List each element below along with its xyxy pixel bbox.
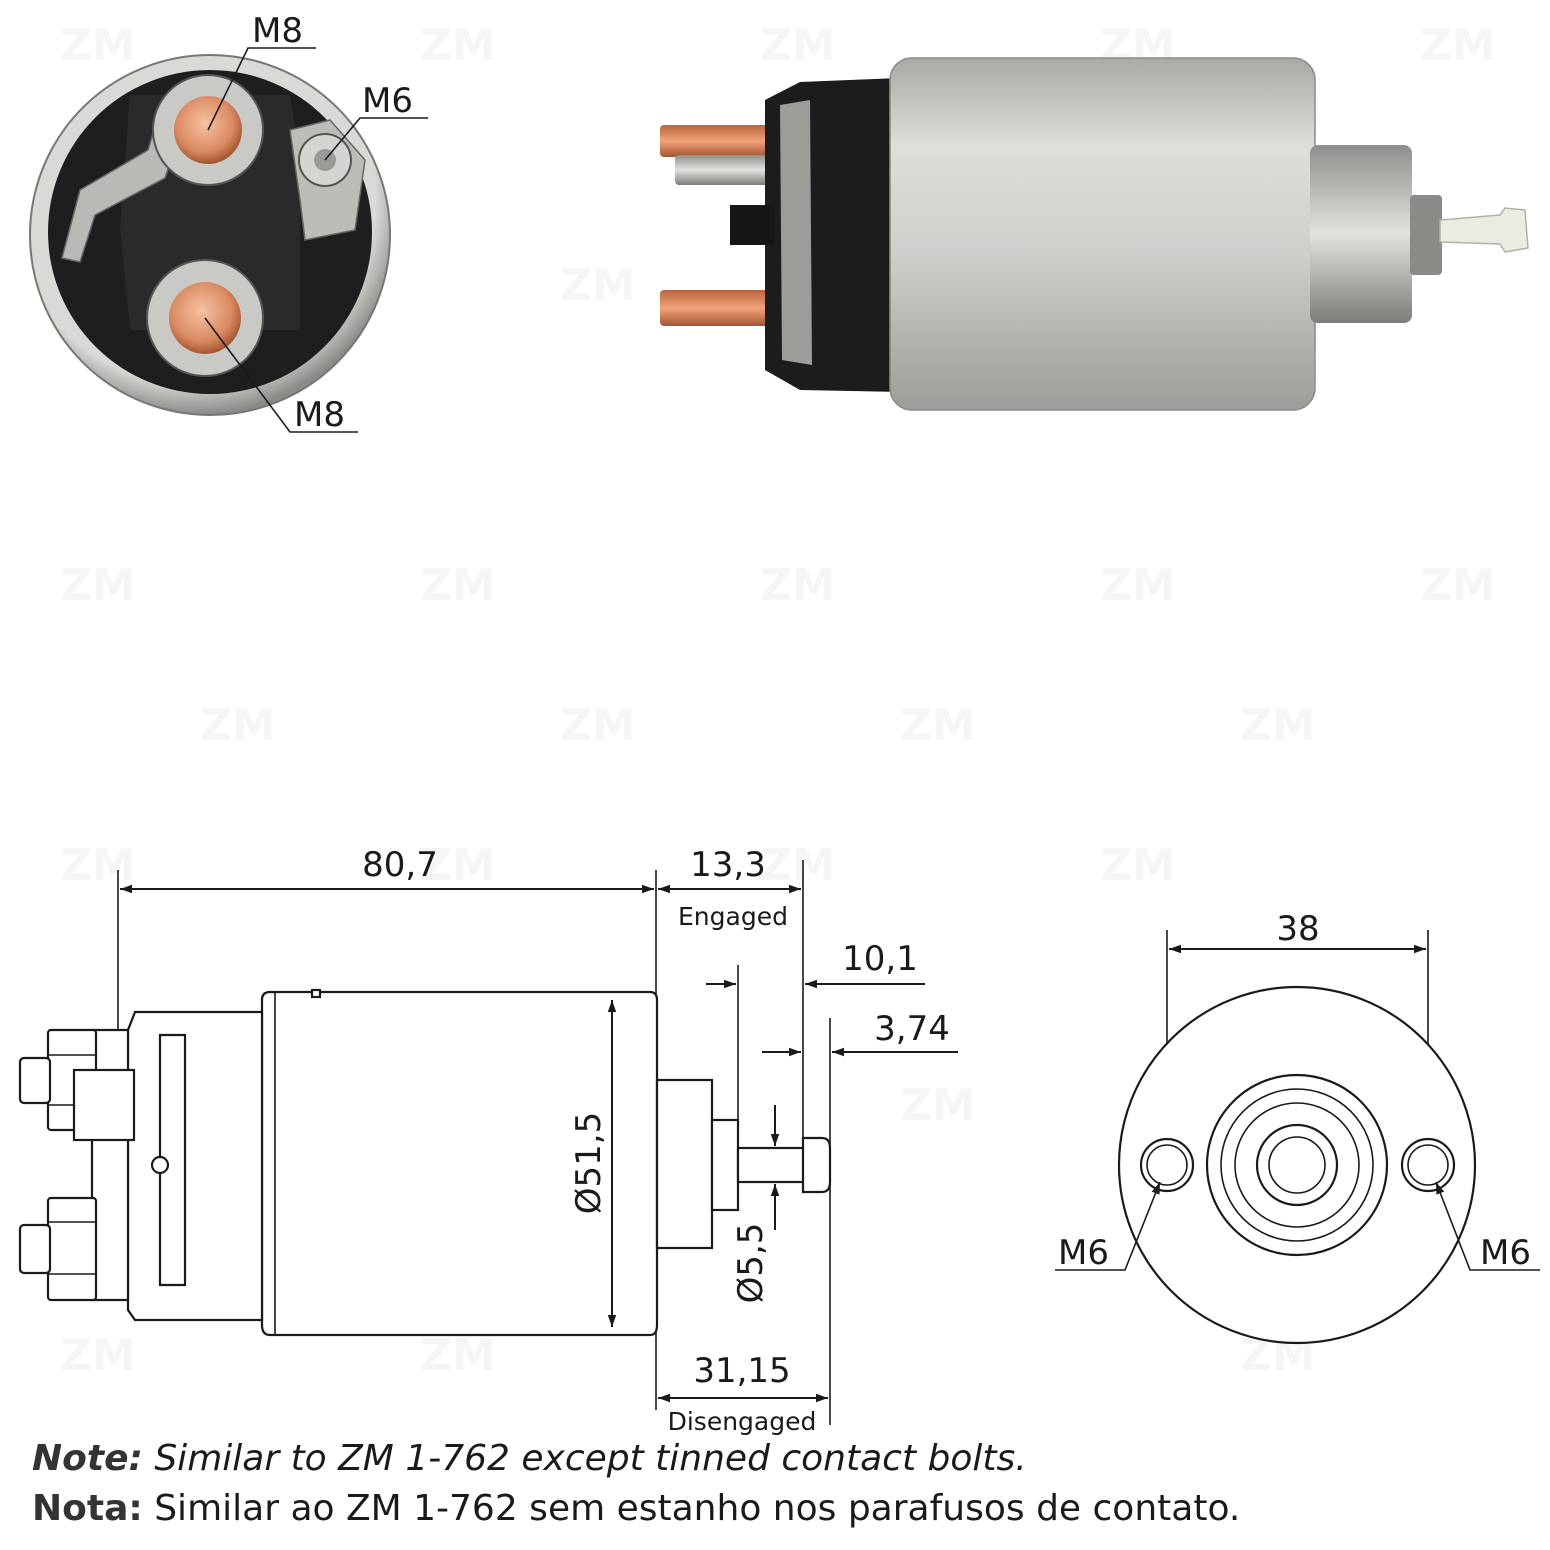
cap-rivet [150, 1155, 170, 1175]
label-left-hole: M6 [1058, 1233, 1109, 1273]
photo-front-view: M8 M6 M8 [29, 11, 428, 435]
dim-disengaged: 31,15 [693, 1351, 790, 1391]
leader-left-hole [1055, 1181, 1161, 1271]
note-portuguese-key: Nota: [32, 1488, 143, 1529]
plunger-tip [1439, 207, 1529, 253]
leader-m6 [324, 117, 428, 161]
nut-bottom [46, 1196, 98, 1302]
left-hole-inner [1146, 1144, 1188, 1186]
label-m6: M6 [362, 81, 413, 121]
label-right-hole: M6 [1480, 1233, 1531, 1273]
front-boss-ring [1220, 1088, 1374, 1242]
label-engaged: Engaged [678, 902, 788, 931]
copper-bolt-top [660, 125, 770, 157]
cap-outline [126, 1010, 264, 1322]
right-hole-outer [1400, 1137, 1456, 1193]
dim-shaft-diameter: Ø5,5 [731, 1223, 771, 1304]
stud-bottom [18, 1223, 52, 1275]
plunger-tip-outline [801, 1136, 832, 1194]
dim-offset: 10,1 [842, 939, 918, 979]
photo-side-view [660, 57, 1529, 411]
right-hole-inner [1407, 1144, 1449, 1186]
leader-top-m8 [207, 47, 316, 131]
can-notch [310, 988, 322, 999]
plunger-housing [1310, 145, 1412, 323]
front-bore-inner [1268, 1136, 1326, 1194]
note-english-text: Similar to ZM 1-762 except tinned contac… [142, 1438, 1027, 1479]
steel-stud [675, 155, 790, 185]
drawing-side-view: 80,7 13,3 Engaged 10,1 3,74 [18, 845, 958, 1436]
plunger-housing-outline [655, 1078, 714, 1250]
label-disengaged: Disengaged [668, 1407, 817, 1436]
cap-tab [730, 205, 775, 245]
drawing-front-view: 38 M6 M6 [1055, 909, 1540, 1345]
plunger-step [710, 1118, 740, 1212]
side-plate [780, 100, 812, 365]
copper-bolt-bottom [660, 290, 770, 326]
front-boss-inner [1234, 1102, 1360, 1228]
note-portuguese: Nota: Similar ao ZM 1-762 sem estanho no… [32, 1484, 1522, 1534]
stud-top [18, 1056, 52, 1105]
note-english-key: Note: [32, 1438, 143, 1479]
can-outline [260, 990, 659, 1337]
cap-flange [158, 1033, 187, 1287]
dim-engaged: 13,3 [690, 845, 766, 885]
label-top-m8: M8 [252, 11, 303, 51]
solenoid-can [889, 57, 1316, 411]
plunger-shaft [1410, 195, 1442, 275]
plunger-shaft-outline [736, 1146, 810, 1184]
dim-body-diameter: Ø51,5 [569, 1112, 609, 1214]
dim-tip: 3,74 [874, 1009, 950, 1049]
label-bottom-m8: M8 [294, 395, 345, 435]
leader-bottom-m8 [204, 317, 358, 433]
leader-right-hole [1435, 1181, 1540, 1271]
m6-nut [72, 1068, 136, 1142]
dim-hole-spacing: 38 [1276, 909, 1319, 949]
note-english: Note: Similar to ZM 1-762 except tinned … [32, 1434, 1522, 1484]
dim-length: 80,7 [362, 845, 438, 885]
note-portuguese-text: Similar ao ZM 1-762 sem estanho nos para… [142, 1488, 1241, 1529]
left-hole-outer [1139, 1137, 1195, 1193]
notes-block: Note: Similar to ZM 1-762 except tinned … [32, 1434, 1522, 1534]
